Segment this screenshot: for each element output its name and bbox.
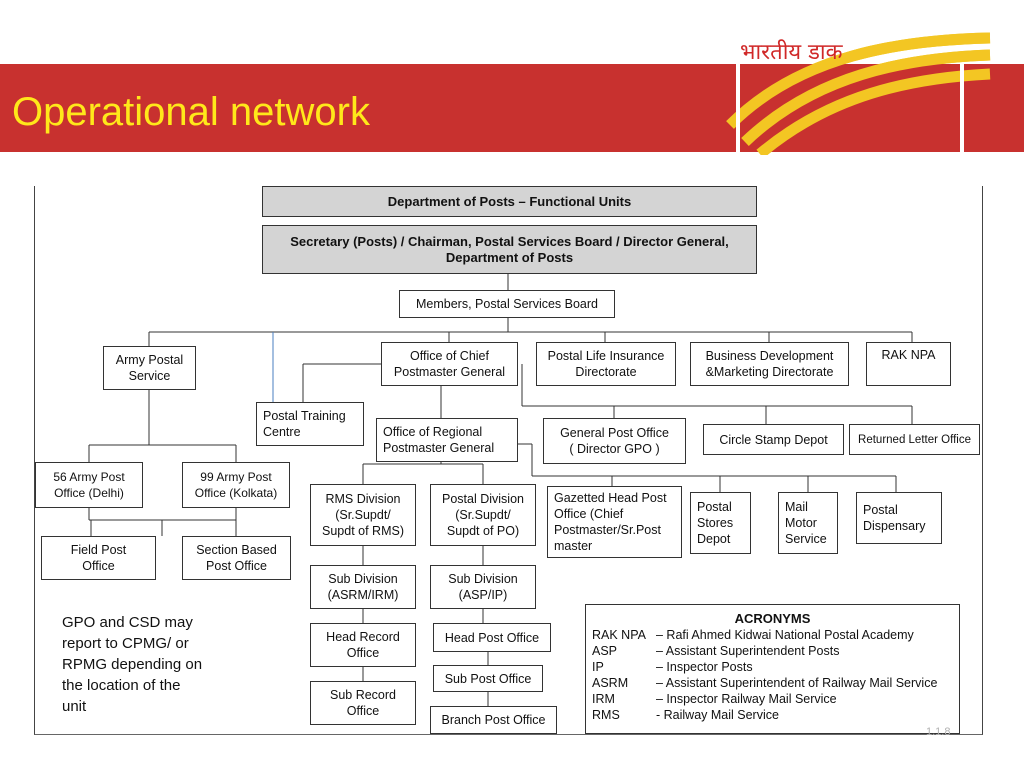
postal-division-box: Postal Division (Sr.Supdt/ Supdt of PO): [430, 484, 536, 546]
postal-services-board-box: Members, Postal Services Board: [399, 290, 615, 318]
army-po-56-box: 56 Army Post Office (Delhi): [35, 462, 143, 508]
acronym-key: RMS: [592, 708, 620, 722]
sub-record-office-box: Sub Record Office: [310, 681, 416, 725]
diagram-panel: [34, 186, 983, 735]
acronyms-title: ACRONYMS: [734, 611, 811, 626]
army-postal-service-box: Army Postal Service: [103, 346, 196, 390]
acronym-row: ASP – Assistant Superintendent Posts: [592, 644, 839, 658]
acronym-value: – Inspector Posts: [656, 660, 753, 674]
acronym-row: ASRM – Assistant Superintendent of Railwa…: [592, 676, 937, 690]
rms-division-box: RMS Division (Sr.Supdt/ Supdt of RMS): [310, 484, 416, 546]
acronym-row: IP – Inspector Posts: [592, 660, 753, 674]
acronym-key: ASRM: [592, 676, 629, 690]
logo-text: भारतीय डाक: [740, 40, 843, 65]
acronym-value: – Rafi Ahmed Kidwai National Postal Acad…: [656, 628, 914, 642]
logo-accent: [726, 32, 991, 155]
field-post-office-box: Field Post Office: [41, 536, 156, 580]
reporting-note: GPO and CSD may report to CPMG/ or RPMG …: [62, 614, 203, 715]
slide-number: 1.1.8: [926, 726, 951, 738]
pli-directorate-box: Postal Life Insurance Directorate: [536, 342, 676, 386]
acronym-key: RAK NPA: [592, 628, 646, 642]
page-title: Operational network: [12, 90, 370, 134]
rak-npa-box: RAK NPA: [866, 342, 951, 386]
head-post-office-box: Head Post Office: [433, 623, 551, 652]
chart-title-box: Department of Posts – Functional Units: [262, 186, 757, 217]
circle-stamp-depot-box: Circle Stamp Depot: [703, 424, 844, 455]
mail-motor-service-box: Mail Motor Service: [778, 492, 838, 554]
acronym-row: RAK NPA – Rafi Ahmed Kidwai National Post…: [592, 628, 914, 642]
postal-training-centre-box: Postal Training Centre: [256, 402, 364, 446]
acronym-key: IRM: [592, 692, 615, 706]
acronym-value: – Assistant Superintendent Posts: [656, 644, 840, 658]
acronym-value: – Assistant Superintendent of Railway Ma…: [656, 676, 938, 690]
cpmg-box: Office of Chief Postmaster General: [381, 342, 518, 386]
acronym-key: ASP: [592, 644, 618, 658]
acronym-row: IRM – Inspector Railway Mail Service: [592, 692, 837, 706]
sub-division-rms-box: Sub Division (ASRM/IRM): [310, 565, 416, 609]
acronym-value: - Railway Mail Service: [656, 708, 779, 722]
acronym-value: – Inspector Railway Mail Service: [656, 692, 837, 706]
head-record-office-box: Head Record Office: [310, 623, 416, 667]
secretary-box: Secretary (Posts) / Chairman, Postal Ser…: [262, 225, 757, 274]
acronym-row: RMS - Railway Mail Service: [592, 708, 779, 722]
branch-post-office-box: Branch Post Office: [430, 706, 557, 734]
business-development-box: Business Development &Marketing Director…: [690, 342, 849, 386]
gazetted-hpo-box: Gazetted Head Post Office (Chief Postmas…: [547, 486, 682, 558]
sub-post-office-box: Sub Post Office: [433, 665, 543, 692]
army-po-99-box: 99 Army Post Office (Kolkata): [182, 462, 290, 508]
returned-letter-office-box: Returned Letter Office: [849, 424, 980, 455]
rpmg-box: Office of Regional Postmaster General: [376, 418, 518, 462]
acronym-key: IP: [592, 660, 604, 674]
postal-dispensary-box: Postal Dispensary: [856, 492, 942, 544]
section-based-po-box: Section Based Post Office: [182, 536, 291, 580]
postal-stores-depot-box: Postal Stores Depot: [690, 492, 751, 554]
sub-division-po-box: Sub Division (ASP/IP): [430, 565, 536, 609]
gpo-box: General Post Office ( Director GPO ): [543, 418, 686, 464]
acronyms-box: ACRONYMS RAK NPA – Rafi Ahmed Kidwai Nati…: [585, 604, 960, 734]
